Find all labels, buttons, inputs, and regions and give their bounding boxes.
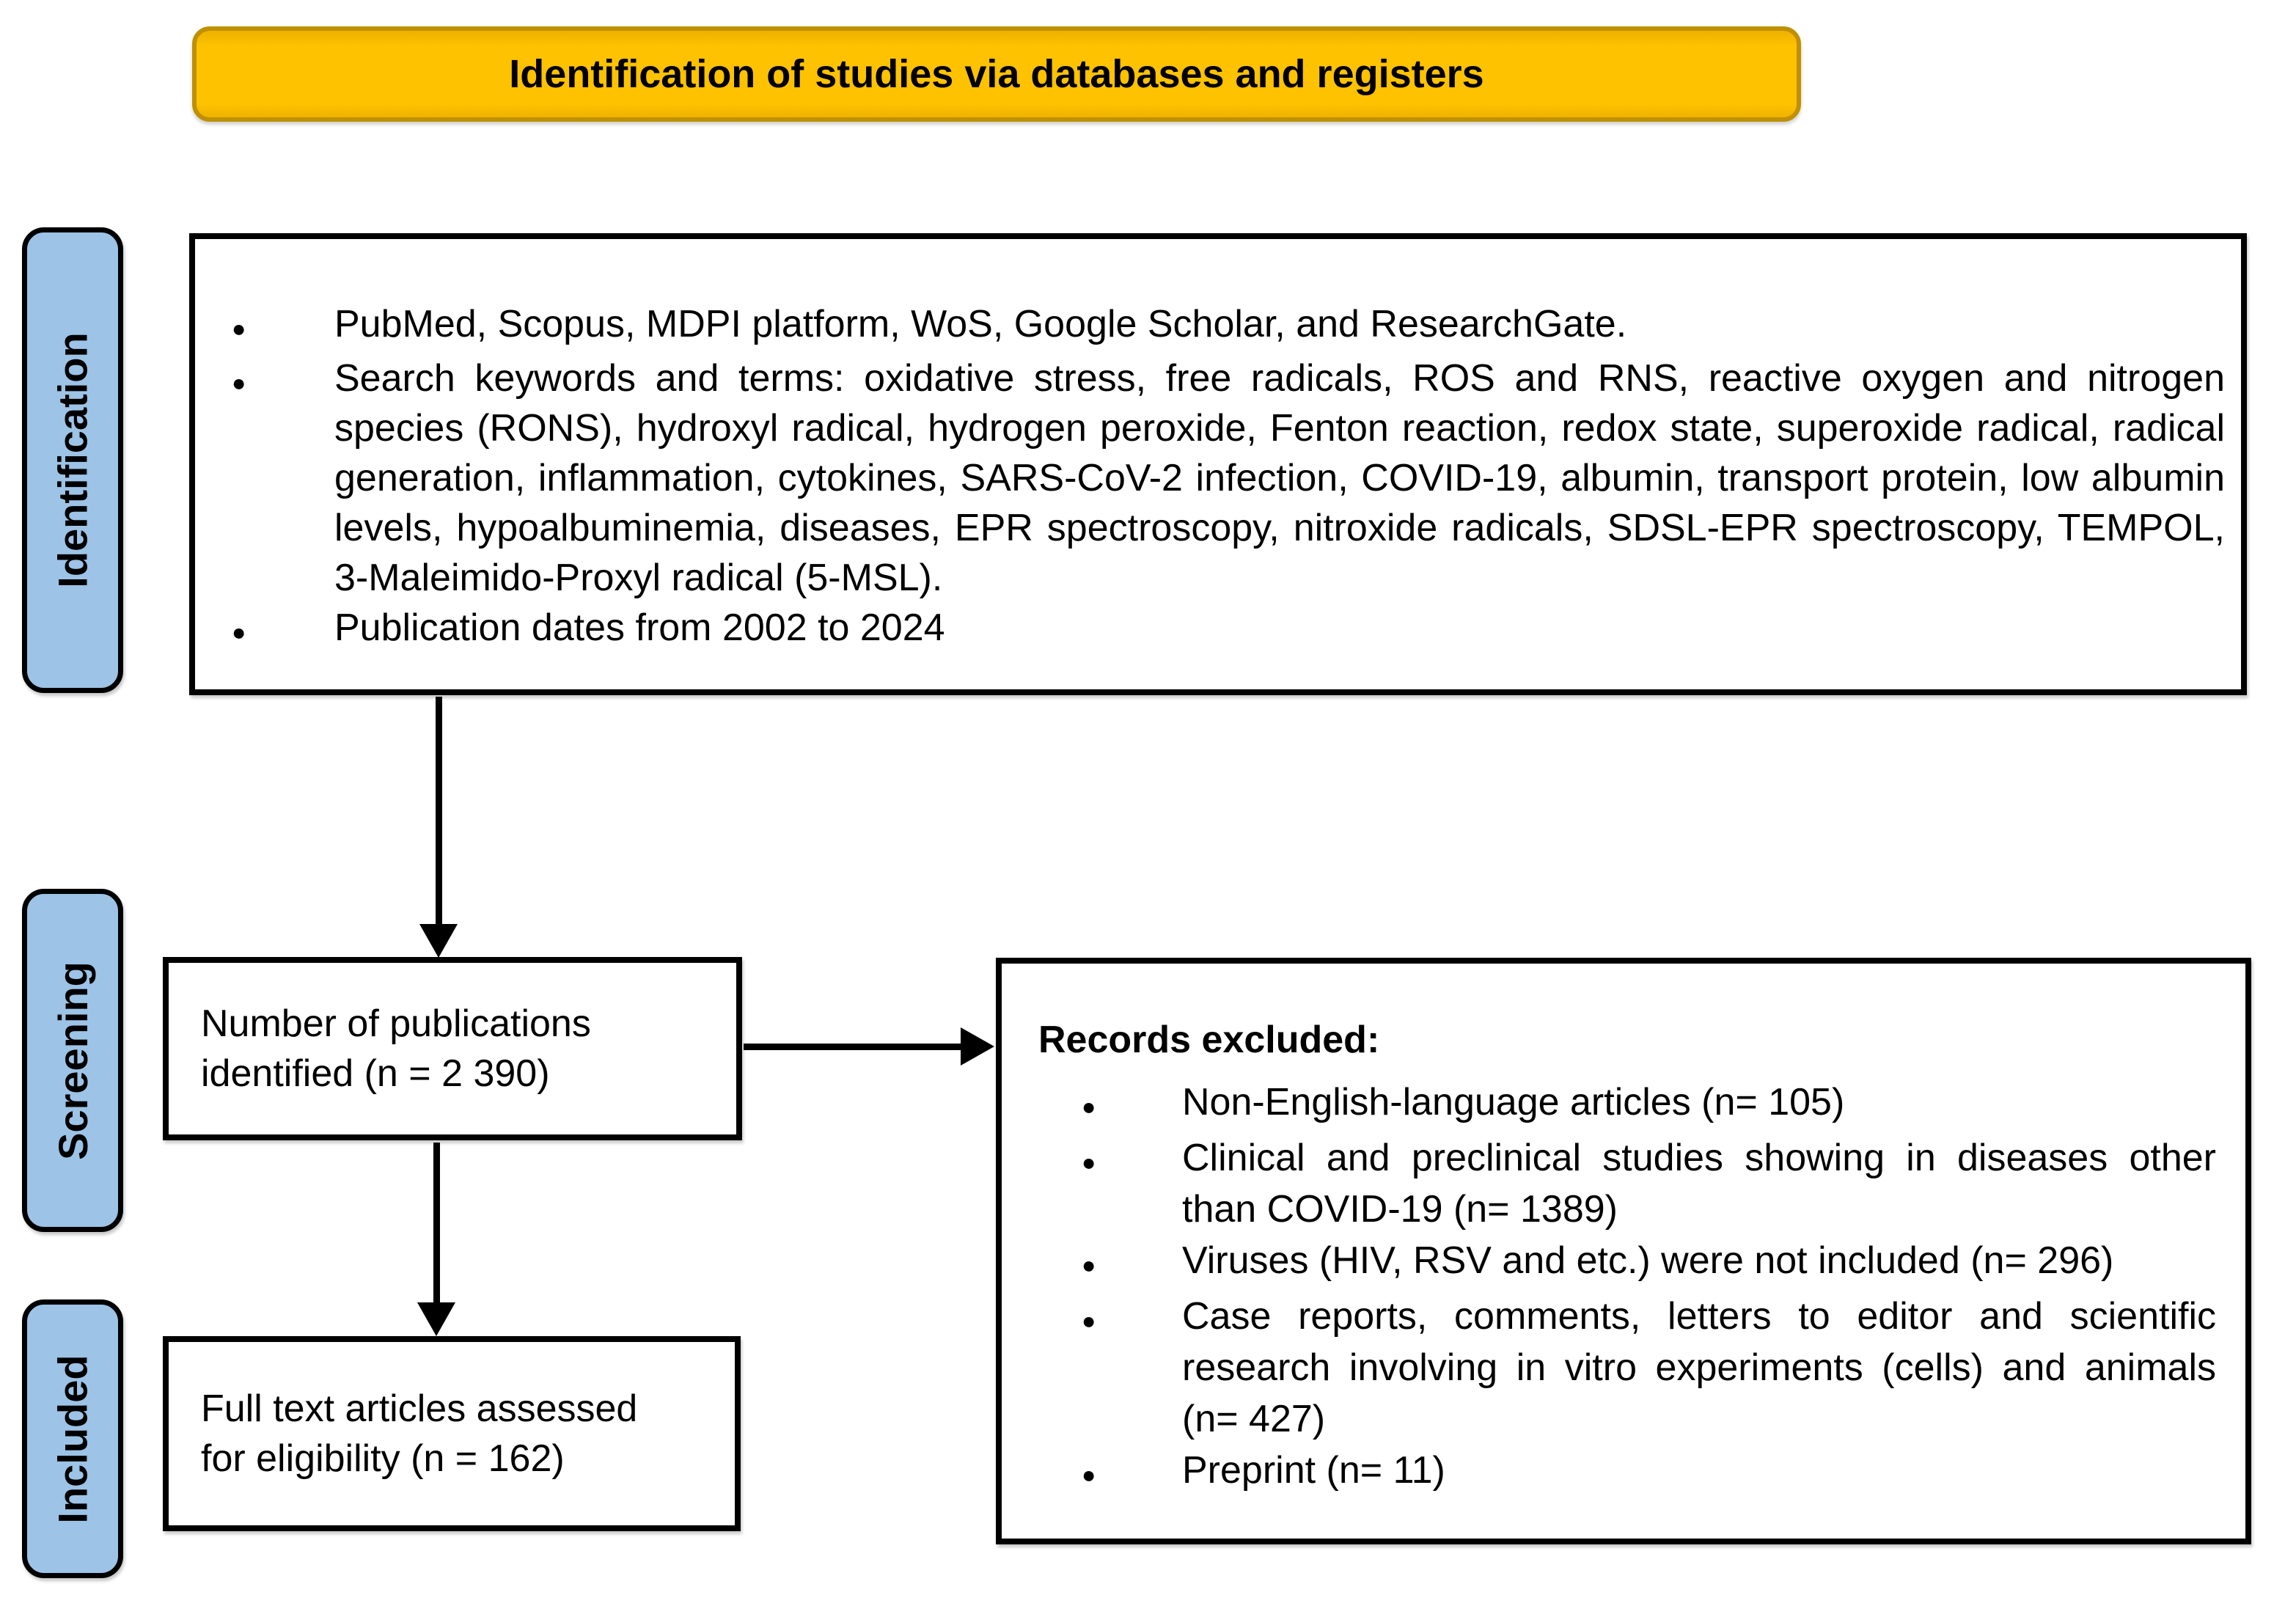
stage-label-identification: Identification <box>22 227 123 693</box>
bullet-icon: ● <box>1082 1252 1096 1278</box>
identification-bullet-keywords: Search keywords and terms: oxidative str… <box>334 357 2225 599</box>
stage-label-screening-text: Screening <box>49 961 96 1160</box>
bullet-icon: ● <box>232 370 246 396</box>
excluded-bullet-other-diseases: Clinical and preclinical studies showing… <box>1182 1137 2216 1231</box>
list-item: ● Publication dates from 2002 to 2024 <box>232 603 2225 657</box>
identification-sources-box: ● PubMed, Scopus, MDPI platform, WoS, Go… <box>189 233 2247 695</box>
stage-label-screening: Screening <box>22 889 123 1232</box>
list-item: ● Viruses (HIV, RSV and etc.) were not i… <box>1038 1235 2216 1291</box>
records-excluded-box: Records excluded: ● Non-English-language… <box>996 958 2251 1544</box>
title-banner: Identification of studies via databases … <box>192 26 1801 122</box>
publications-identified-box: Number of publications identified (n = 2… <box>163 957 742 1140</box>
excluded-bullet-case-reports: Case reports, comments, letters to edito… <box>1182 1295 2216 1440</box>
bullet-icon: ● <box>1082 1149 1096 1176</box>
full-text-assessed-text: Full text articles assessed for eligibil… <box>201 1387 638 1480</box>
records-excluded-heading: Records excluded: <box>1038 1019 1380 1061</box>
arrow-screening-to-included-line <box>433 1143 440 1305</box>
arrow-screening-to-excluded-line <box>744 1044 965 1050</box>
arrow-down-icon <box>419 924 458 958</box>
stage-label-included-text: Included <box>49 1354 96 1524</box>
bullet-icon: ● <box>1082 1308 1096 1334</box>
bullet-icon: ● <box>1082 1093 1096 1120</box>
arrow-down-icon <box>417 1302 455 1336</box>
identification-bullet-dates: Publication dates from 2002 to 2024 <box>334 606 945 649</box>
stage-label-included: Included <box>22 1299 123 1578</box>
bullet-icon: ● <box>232 315 246 342</box>
arrow-right-icon <box>961 1027 994 1066</box>
list-item: ● Non-English-language articles (n= 105) <box>1038 1077 2216 1132</box>
diagram-title: Identification of studies via databases … <box>509 52 1484 96</box>
identification-bullet-databases: PubMed, Scopus, MDPI platform, WoS, Goog… <box>334 303 1627 345</box>
excluded-bullet-non-english: Non-English-language articles (n= 105) <box>1182 1081 1845 1123</box>
bullet-icon: ● <box>232 619 246 645</box>
list-item: ● Clinical and preclinical studies showi… <box>1038 1132 2216 1235</box>
list-item: ● Case reports, comments, letters to edi… <box>1038 1291 2216 1445</box>
publications-identified-text: Number of publications identified (n = 2… <box>201 1002 591 1095</box>
full-text-assessed-box: Full text articles assessed for eligibil… <box>163 1336 741 1531</box>
stage-label-identification-text: Identification <box>49 332 96 588</box>
excluded-bullet-viruses: Viruses (HIV, RSV and etc.) were not inc… <box>1182 1239 2114 1282</box>
list-item: ● Search keywords and terms: oxidative s… <box>232 353 2225 603</box>
arrow-identification-to-screening-line <box>436 697 442 928</box>
excluded-bullet-preprint: Preprint (n= 11) <box>1182 1449 1445 1492</box>
list-item: ● PubMed, Scopus, MDPI platform, WoS, Go… <box>232 299 2225 353</box>
bullet-icon: ● <box>1082 1462 1096 1488</box>
list-item: ● Preprint (n= 11) <box>1038 1445 2216 1500</box>
